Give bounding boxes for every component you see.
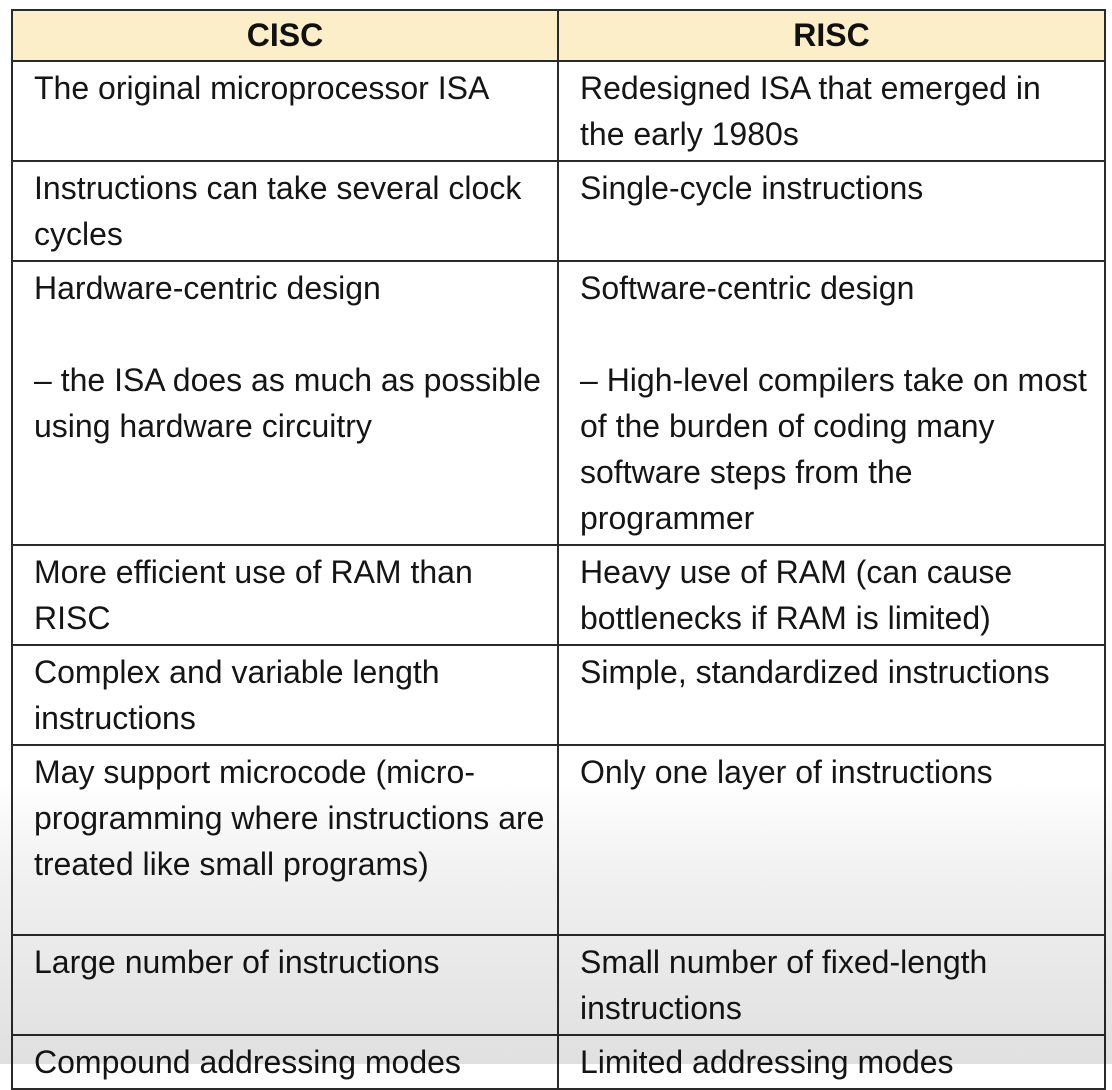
risc-cell: Heavy use of RAM (can cause bottlenecks … (557, 544, 1106, 646)
table-row: Hardware-centric design – the ISA does a… (11, 260, 1106, 546)
cisc-cell: Complex and variable length instructions (11, 644, 559, 746)
cell-spacer (580, 311, 1094, 357)
risc-cell: Single-cycle instructions (557, 160, 1106, 262)
cisc-risc-comparison-table: CISC RISC The original microprocessor IS… (11, 9, 1106, 1090)
risc-cell: Simple, standardized instructions (557, 644, 1106, 746)
table-row: Large number of instructions Small numbe… (11, 934, 1106, 1036)
slide-page: CISC RISC The original microprocessor IS… (0, 9, 1112, 1090)
cisc-cell-title: Hardware-centric design (34, 270, 381, 306)
cell-spacer (34, 311, 547, 357)
risc-cell: Software-centric design – High-level com… (557, 260, 1106, 546)
table-row: More efficient use of RAM than RISC Heav… (11, 544, 1106, 646)
header-cisc: CISC (11, 9, 559, 62)
risc-cell-detail: – High-level compilers take on most of t… (580, 362, 1087, 536)
cisc-cell: Compound addressing modes (11, 1034, 559, 1090)
risc-cell: Only one layer of instructions (557, 744, 1106, 936)
header-risc: RISC (557, 9, 1106, 62)
table-row: The original microprocessor ISA Redesign… (11, 60, 1106, 162)
cisc-cell: More efficient use of RAM than RISC (11, 544, 559, 646)
table-header-row: CISC RISC (11, 9, 1106, 62)
table-row: Instructions can take several clock cycl… (11, 160, 1106, 262)
table-row: May support microcode (micro-programming… (11, 744, 1106, 936)
risc-cell: Redesigned ISA that emerged in the early… (557, 60, 1106, 162)
cisc-cell: May support microcode (micro-programming… (11, 744, 559, 936)
cisc-cell: Hardware-centric design – the ISA does a… (11, 260, 559, 546)
risc-cell-title: Software-centric design (580, 270, 915, 306)
table-row: Complex and variable length instructions… (11, 644, 1106, 746)
cisc-cell: Large number of instructions (11, 934, 559, 1036)
cisc-cell-detail: – the ISA does as much as possible using… (34, 362, 541, 444)
table-row: Compound addressing modes Limited addres… (11, 1034, 1106, 1090)
risc-cell: Small number of fixed-length instruction… (557, 934, 1106, 1036)
risc-cell: Limited addressing modes (557, 1034, 1106, 1090)
cisc-cell: The original microprocessor ISA (11, 60, 559, 162)
cisc-cell: Instructions can take several clock cycl… (11, 160, 559, 262)
